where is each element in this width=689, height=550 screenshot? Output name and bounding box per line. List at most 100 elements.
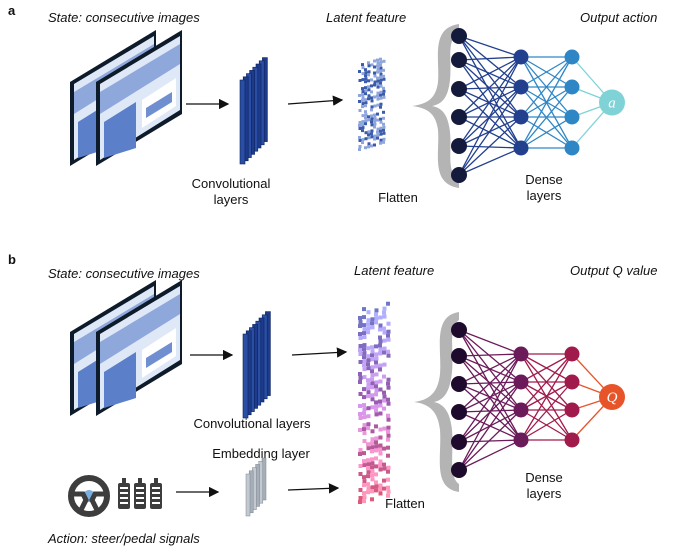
panel-b-output-title: Output Q value [570,263,658,278]
latent-cell [386,485,390,490]
latent-cell [379,72,383,76]
latent-cell [382,466,387,471]
latent-cell [386,329,391,334]
latent-cell [386,377,391,382]
latent-cell [367,130,371,134]
latent-cell [376,61,380,65]
latent-cell [367,64,371,68]
latent-cell [361,78,365,82]
latent-cell [366,422,371,427]
latent-cell [376,97,380,101]
latent-cell [374,364,379,369]
latent-cell [361,105,364,109]
network-node [564,374,580,390]
network-edge [458,353,522,357]
latent-cell [362,387,366,392]
latent-cell [358,500,362,504]
latent-cell [362,307,366,312]
latent-cell [386,353,391,358]
latent-cell [376,118,379,122]
latent-cell [362,323,366,328]
pedal-stem [138,478,142,483]
latent-cell [374,356,379,361]
latent-cell [364,86,367,90]
network-node [451,404,467,420]
latent-cell [362,327,367,332]
latent-cell [386,417,391,422]
latent-cell [379,96,383,100]
latent-cell [358,336,363,340]
panel-b-brace [414,312,459,492]
network-edge [458,56,522,176]
latent-cell [361,99,364,103]
latent-cell [370,377,374,382]
latent-cell [370,317,375,322]
panel-a-conv-layers [239,57,268,165]
latent-cell [374,308,379,313]
latent-cell [370,405,375,410]
latent-cell [358,416,363,420]
latent-cell [373,83,376,87]
panel-a-dense-network: a [451,28,625,183]
output-node-label: Q [607,390,618,406]
latent-cell [364,146,367,150]
latent-cell [370,321,374,326]
image-detail [146,92,172,118]
latent-cell [362,375,367,380]
latent-cell [367,61,370,65]
latent-cell [358,496,363,500]
latent-cell [373,137,376,141]
network-node [513,79,529,95]
latent-cell [374,408,378,413]
latent-cell [364,68,367,72]
latent-cell [378,399,382,404]
latent-cell [382,68,385,72]
latent-cell [374,392,378,397]
latent-cell [374,484,379,489]
latent-cell [370,325,375,330]
latent-cell [376,70,379,74]
pedal-grip [120,497,128,499]
panel-a-conv-label-1: Convolutional [191,176,271,191]
latent-cell [374,448,378,453]
latent-cell [374,344,378,349]
latent-cell [362,331,366,336]
latent-cell [378,347,383,352]
panel-b-action-label: Action: steer/pedal signals [48,531,200,546]
latent-cell [370,349,375,354]
latent-cell [378,463,382,468]
latent-cell [358,360,363,364]
latent-cell [361,114,365,118]
latent-cell [370,489,374,494]
latent-cell [376,136,379,140]
network-edge [458,353,522,413]
network-edge [458,35,522,149]
panel-b-dense-network: Q [451,322,625,478]
latent-cell [358,380,362,384]
latent-cell [382,362,387,367]
network-node [564,432,580,448]
network-node [564,49,580,65]
pedals-icon [118,478,162,509]
latent-cell [382,74,385,78]
latent-cell [370,397,375,402]
latent-cell [366,462,371,467]
latent-cell [382,330,387,335]
latent-cell [362,411,366,416]
latent-cell [382,478,386,483]
latent-cell [370,117,374,121]
latent-cell [373,65,376,69]
network-edge [458,353,522,471]
latent-cell [370,465,374,470]
latent-cell [367,115,370,119]
panel-b-conv-layers [242,311,271,419]
latent-cell [378,491,383,496]
latent-cell [358,376,363,380]
network-node [513,109,529,125]
network-node [451,28,467,44]
latent-cell [370,144,373,148]
latent-cell [366,470,371,475]
panel-a-flatten-label: Flatten [378,190,418,205]
latent-cell [373,134,377,138]
latent-cell [370,477,375,482]
